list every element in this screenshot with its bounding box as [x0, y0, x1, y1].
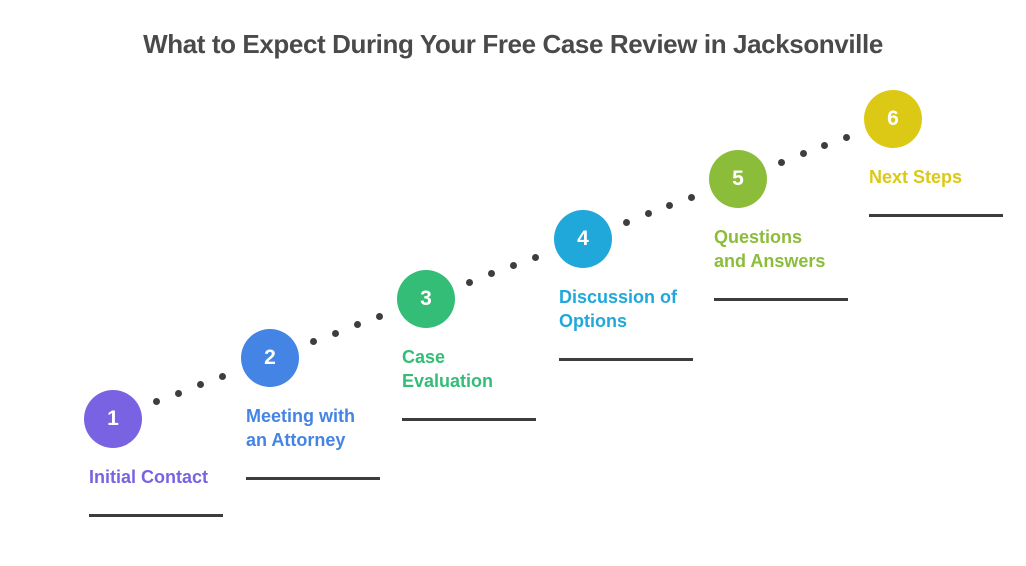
step-circle-4: 4	[554, 210, 612, 268]
step-underline-2	[246, 477, 380, 480]
step-number-6: 6	[887, 107, 899, 130]
connector-dot	[310, 337, 318, 345]
connector-dot	[622, 218, 630, 226]
connector-dot	[532, 253, 540, 261]
connector-dot	[666, 201, 674, 209]
step-circle-1: 1	[84, 390, 142, 448]
step-circle-2: 2	[241, 329, 299, 387]
connector-dot	[466, 278, 474, 286]
connector-dot	[821, 141, 829, 149]
step-label-line: Next Steps	[869, 167, 963, 187]
connector-dot	[153, 398, 161, 406]
connector-dot	[197, 381, 205, 389]
page-title: What to Expect During Your Free Case Rev…	[143, 29, 883, 59]
step-label-6: Next Steps	[869, 165, 962, 189]
connector-dot	[688, 193, 695, 201]
step-label-line: Meeting with	[246, 406, 355, 426]
step-label-line: Initial Contact	[89, 467, 209, 487]
step-number-5: 5	[732, 167, 744, 190]
connector-dot	[799, 150, 807, 158]
step-circle-3: 3	[397, 270, 455, 328]
step-circle-5: 5	[709, 150, 767, 208]
step-underline-6	[869, 214, 1003, 217]
step-number-2: 2	[264, 346, 276, 369]
step-label-line: Discussion of	[559, 287, 678, 307]
step-label-5: Questions and Answers	[714, 225, 825, 273]
step-label-line: Case	[402, 347, 446, 367]
connector-dot	[353, 321, 361, 329]
step-label-line: Evaluation	[402, 371, 494, 391]
step-label-line: Questions	[714, 227, 803, 247]
step-underline-3	[402, 418, 536, 421]
connector-dot	[219, 372, 227, 380]
connector-dot	[375, 313, 383, 321]
step-label-line: an Attorney	[246, 430, 346, 450]
step-label-line: and Answers	[714, 251, 826, 271]
step-circle-6: 6	[864, 90, 922, 148]
connector-dot	[175, 389, 183, 397]
step-number-3: 3	[420, 287, 432, 310]
connector-dot	[644, 210, 652, 218]
step-underline-1	[89, 514, 223, 517]
step-label-4: Discussion of Options	[559, 285, 677, 333]
step-label-2: Meeting with an Attorney	[246, 404, 355, 452]
step-label-line: Options	[559, 311, 627, 331]
step-label-1: Initial Contact	[89, 465, 208, 489]
connector-dot	[777, 158, 785, 166]
step-number-4: 4	[577, 227, 589, 250]
connector-dot	[510, 261, 518, 269]
step-underline-5	[714, 298, 848, 301]
connector-dot	[488, 270, 496, 278]
step-underline-4	[559, 358, 693, 361]
connector-dot	[843, 133, 850, 141]
step-number-1: 1	[107, 407, 119, 430]
connector-dot	[332, 329, 340, 337]
